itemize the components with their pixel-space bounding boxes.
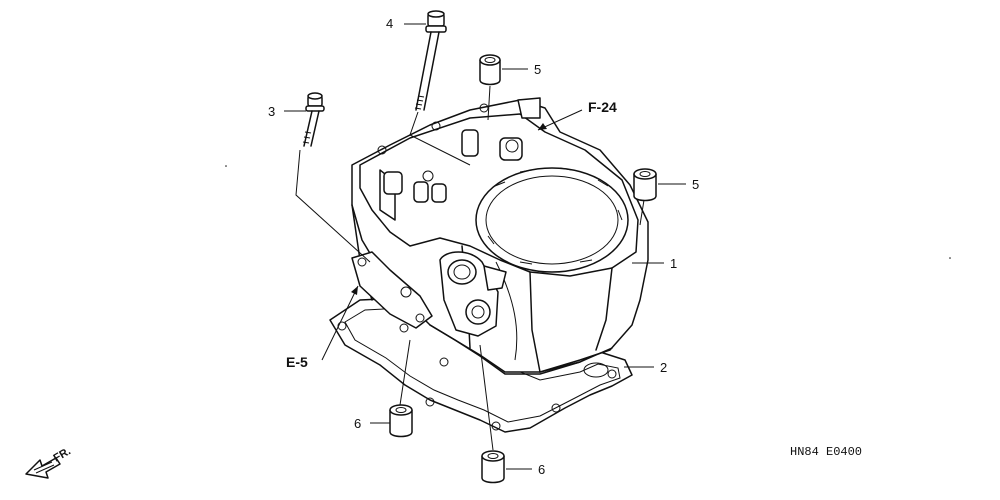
callout-3: 3 bbox=[268, 104, 275, 119]
callout-4: 4 bbox=[386, 16, 393, 31]
leader-lines bbox=[284, 23, 686, 470]
dowel-pin-right bbox=[633, 168, 657, 202]
callout-5-right: 5 bbox=[692, 177, 699, 192]
front-arrow-icon bbox=[25, 457, 61, 479]
long-bolt bbox=[414, 10, 447, 111]
callout-6-left: 6 bbox=[354, 416, 361, 431]
callout-2: 2 bbox=[660, 360, 667, 375]
ref-label-left: E-5 bbox=[286, 354, 308, 370]
dowel-pin-bottom-left bbox=[389, 404, 413, 438]
front-direction-marker: FR. bbox=[25, 445, 73, 479]
dowel-pin-top bbox=[479, 54, 501, 86]
short-bolt bbox=[302, 92, 325, 147]
front-label: FR. bbox=[52, 445, 73, 464]
callout-6-bottom: 6 bbox=[538, 462, 545, 477]
dowel-pin-bottom bbox=[481, 450, 505, 484]
diagram-code: HN84 E0400 bbox=[790, 445, 862, 459]
ref-label-top: F-24 bbox=[588, 99, 617, 115]
callout-5-top: 5 bbox=[534, 62, 541, 77]
cylinder-body bbox=[351, 97, 649, 375]
callout-1: 1 bbox=[670, 256, 677, 271]
